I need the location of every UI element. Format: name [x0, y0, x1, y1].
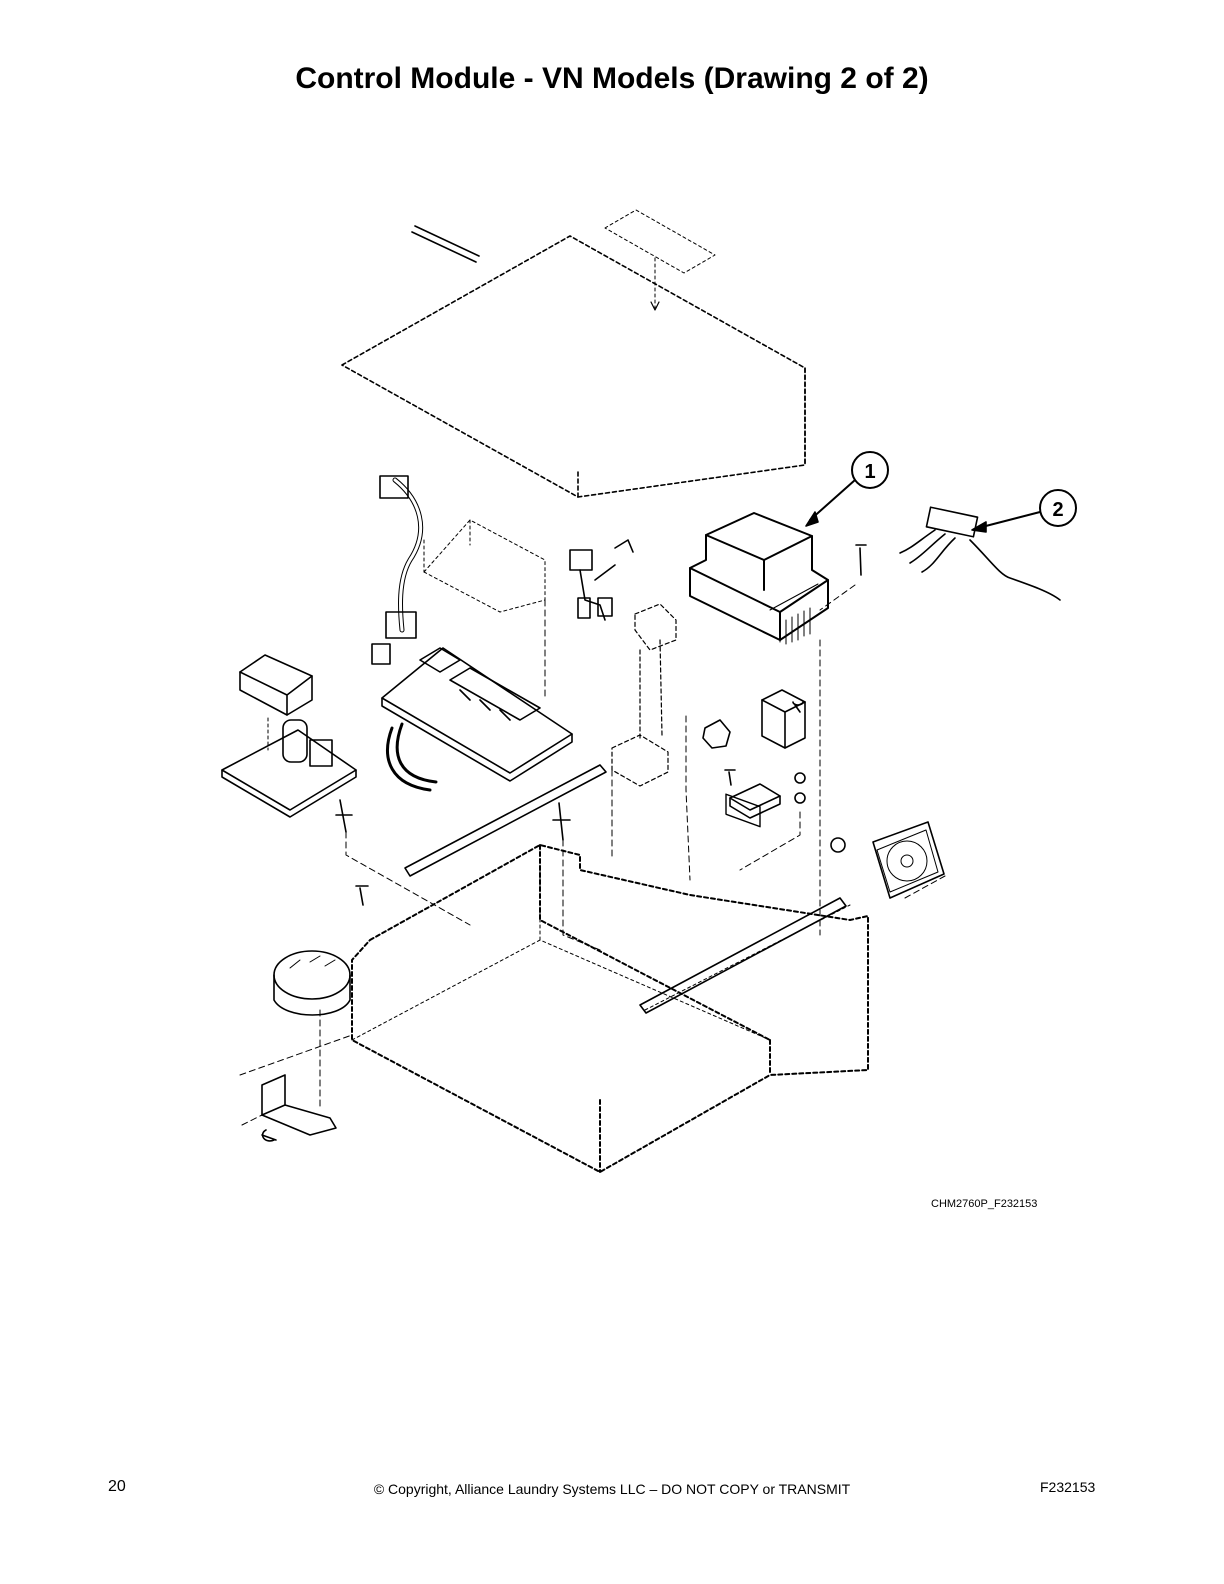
standoff-center [552, 802, 571, 841]
page-number: 20 [108, 1478, 126, 1495]
document-id: F232153 [1040, 1479, 1096, 1495]
callout-2-leader [977, 511, 1041, 529]
callout-1-leader [809, 479, 856, 521]
bottom-screw [261, 1129, 277, 1142]
cooling-fan [872, 821, 945, 899]
small-connector [371, 643, 391, 665]
terminal-block [729, 783, 781, 819]
decal-arrowhead [650, 301, 660, 311]
power-board-left [221, 719, 357, 818]
assembly-guide-lines [239, 584, 946, 1126]
wire-harness-left [379, 475, 424, 639]
dial-bracket [261, 1074, 337, 1136]
main-circuit-board [381, 647, 573, 782]
standoff-left [335, 799, 353, 833]
grommet [830, 837, 846, 853]
wire-assembly-item-2 [899, 506, 1061, 601]
heat-sink-fins [779, 607, 811, 645]
relay-cover [423, 519, 546, 613]
wire-tie [411, 225, 480, 263]
label-decal [604, 209, 716, 309]
screw-module [855, 544, 867, 576]
mounting-rail [404, 764, 607, 877]
copyright-notice: © Copyright, Alliance Laundry Systems LL… [373, 1481, 851, 1497]
dial-timer [273, 950, 351, 1016]
relay-right [761, 689, 806, 749]
top-cover-panel [341, 235, 806, 498]
page-title: Control Module - VN Models (Drawing 2 of… [295, 62, 929, 95]
front-rail [639, 897, 847, 1014]
ribbon-cable [386, 722, 438, 792]
base-chassis [351, 844, 869, 1173]
callout-2-label: 2 [1052, 499, 1063, 521]
screw-right [792, 701, 804, 713]
figure-id: CHM2760P_F232153 [931, 1198, 1038, 1210]
nut-right-2 [794, 792, 806, 804]
filter-module-left [239, 654, 313, 716]
callout-2-arrowhead [971, 521, 987, 533]
screw-left [355, 885, 369, 906]
screw-terminal [724, 769, 736, 786]
callout-2-bubble: 2 [1039, 489, 1077, 527]
callout-1-bubble: 1 [851, 451, 889, 489]
callout-1-arrowhead [805, 511, 819, 527]
switch-component [702, 719, 731, 749]
bracket-center [611, 603, 677, 787]
callout-1-label: 1 [864, 461, 875, 483]
control-module-item-1 [689, 512, 829, 828]
nut-right-1 [794, 772, 806, 784]
wire-harness-center [569, 539, 634, 621]
